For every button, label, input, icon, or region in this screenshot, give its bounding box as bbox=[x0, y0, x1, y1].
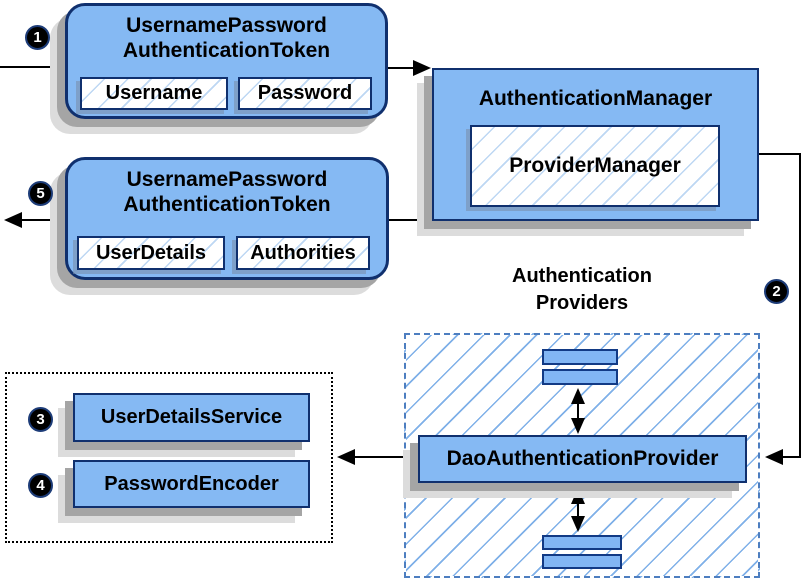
authentication-providers-heading-line1: Authentication bbox=[512, 265, 652, 287]
provider-stack-bar bbox=[542, 554, 622, 569]
step-2-badge: 2 bbox=[764, 279, 789, 304]
result-token-out-arrowhead-icon bbox=[4, 212, 22, 228]
request-token-title-line2: AuthenticationToken bbox=[122, 39, 331, 62]
request-token-title: UsernamePassword AuthenticationToken bbox=[68, 13, 385, 63]
request-token-box: UsernamePassword AuthenticationToken Use… bbox=[65, 3, 388, 119]
services-container bbox=[5, 372, 333, 543]
step-4-badge: 4 bbox=[28, 473, 53, 498]
result-token-title-line2: AuthenticationToken bbox=[123, 193, 331, 216]
authentication-manager-title: AuthenticationManager bbox=[478, 87, 713, 110]
result-token-title-line1: UsernamePassword bbox=[126, 168, 328, 191]
step-5-badge: 5 bbox=[28, 181, 53, 206]
authentication-manager-box: AuthenticationManager ProviderManager bbox=[432, 68, 759, 221]
authorities-field-box: Authorities bbox=[236, 236, 370, 270]
user-details-field-box: UserDetails bbox=[77, 236, 225, 270]
token-to-manager-arrowhead-icon bbox=[413, 60, 431, 76]
dao-authentication-provider-box: DaoAuthenticationProvider bbox=[418, 435, 747, 483]
manager-to-provider-line bbox=[759, 153, 801, 458]
step-1-badge: 1 bbox=[25, 25, 50, 50]
result-token-box: UsernamePassword AuthenticationToken Use… bbox=[65, 157, 389, 280]
result-token-title: UsernamePassword AuthenticationToken bbox=[68, 167, 386, 217]
manager-to-provider-arrowhead-icon bbox=[765, 449, 783, 465]
dao-to-services-arrowhead-icon bbox=[337, 449, 355, 465]
step-3-badge: 3 bbox=[28, 407, 53, 432]
provider-stack-bar bbox=[542, 369, 618, 385]
password-field-box: Password bbox=[238, 77, 372, 110]
password-encoder-box: PasswordEncoder bbox=[73, 460, 310, 508]
provider-stack-bar bbox=[542, 535, 622, 550]
user-details-service-box: UserDetailsService bbox=[73, 393, 310, 442]
provider-stack-bar bbox=[542, 349, 618, 365]
authentication-providers-heading: Authentication Providers bbox=[452, 263, 712, 317]
provider-manager-box: ProviderManager bbox=[470, 125, 720, 207]
request-token-title-line1: UsernamePassword bbox=[126, 14, 327, 37]
authentication-providers-heading-line2: Providers bbox=[535, 292, 629, 314]
username-field-box: Username bbox=[80, 77, 228, 110]
